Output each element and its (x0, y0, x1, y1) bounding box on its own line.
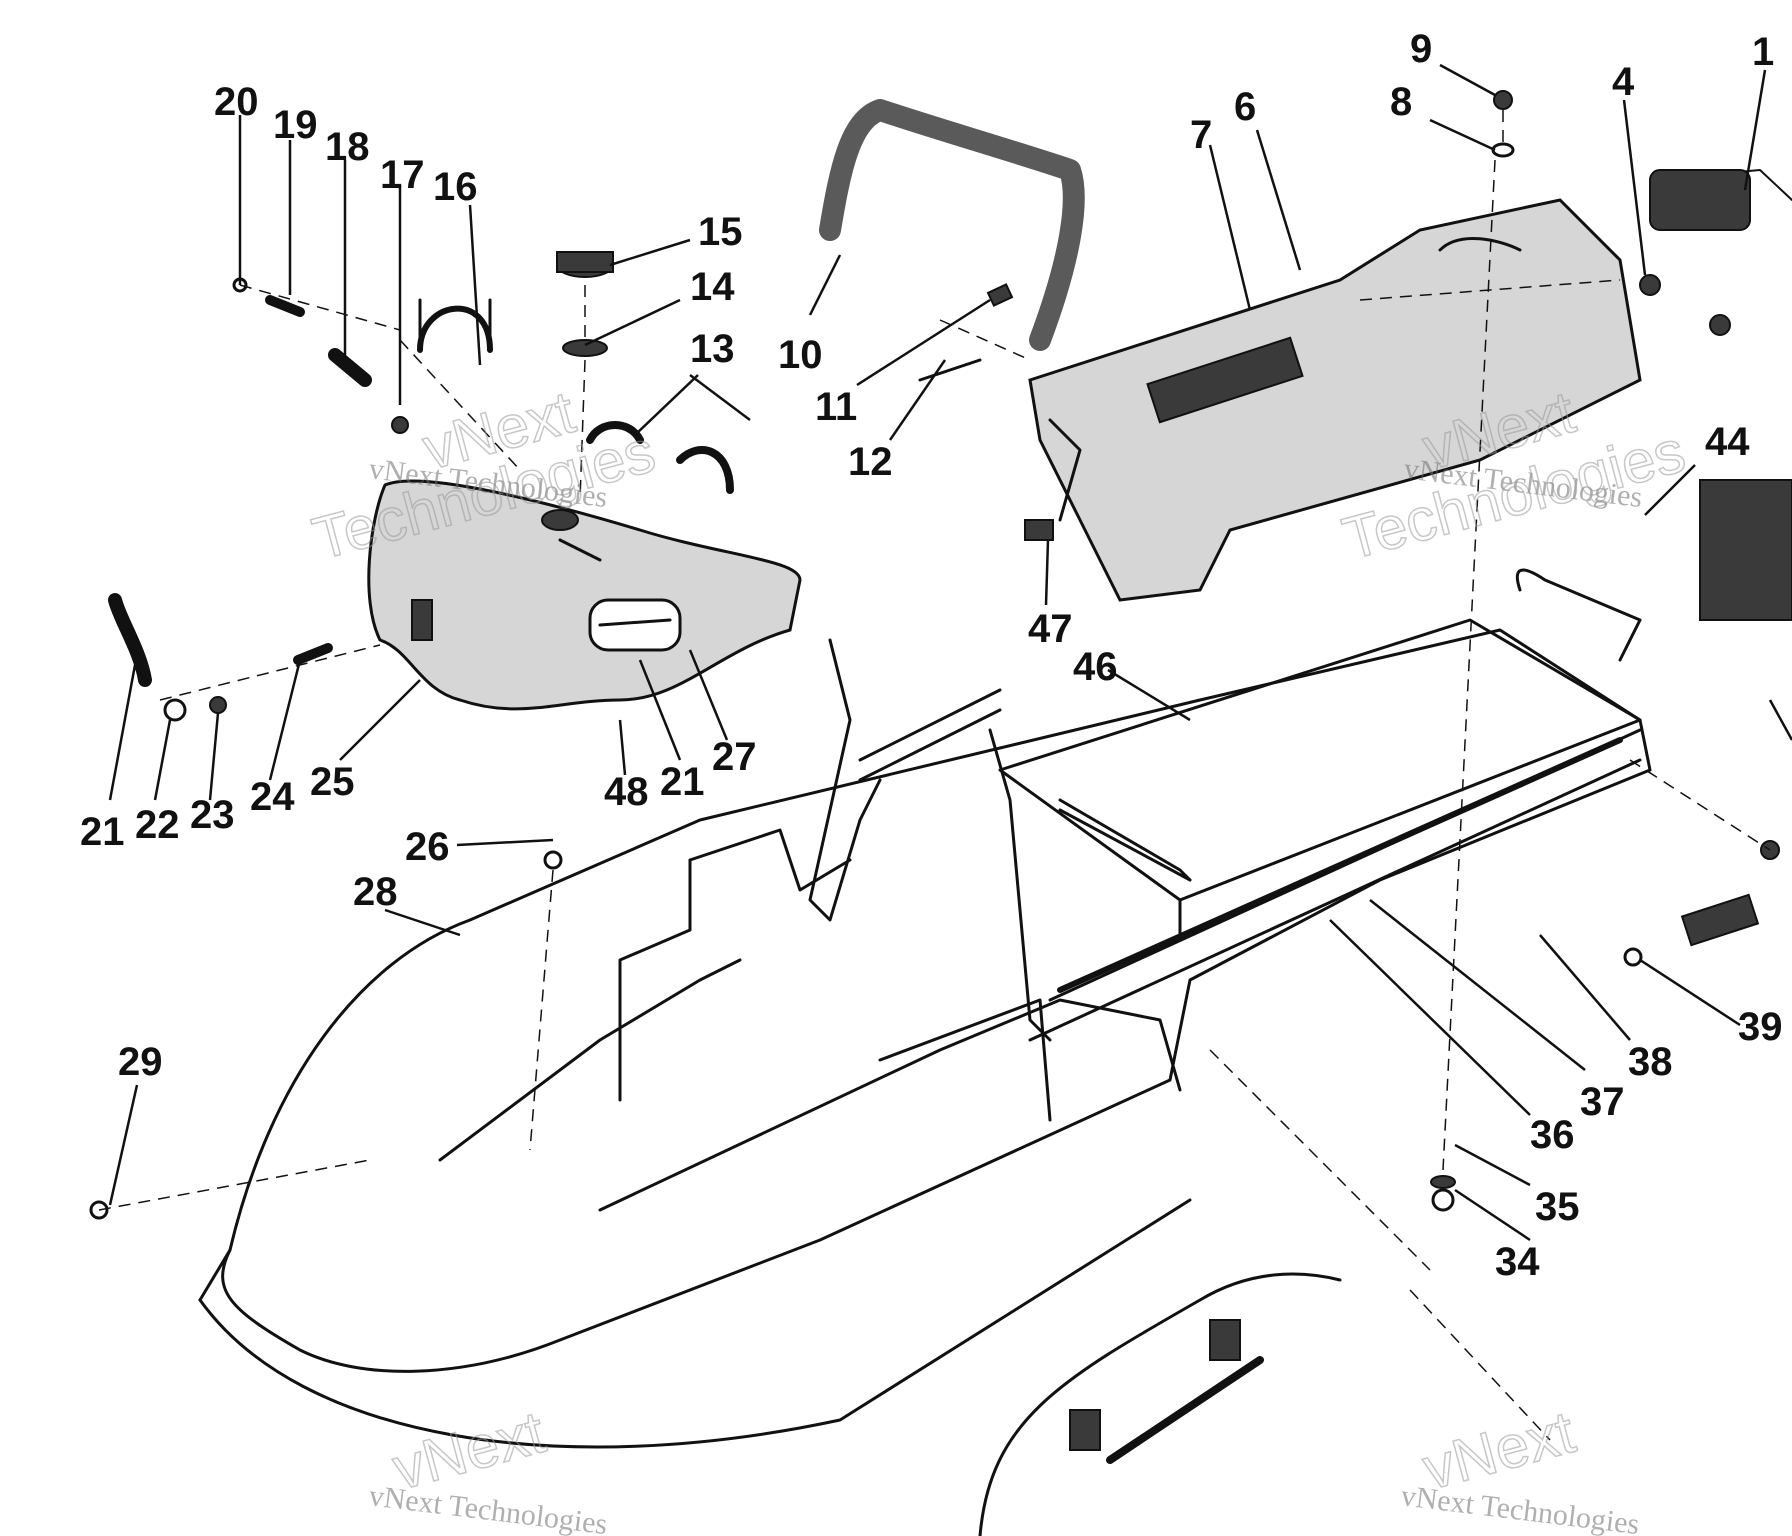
callout-17: 17 (380, 153, 425, 197)
grab-handle (819, 99, 1085, 351)
watermark-big-line1-bl: vNext (386, 1398, 552, 1502)
watermarks: vNext Technologies vNext Technologies vN… (305, 377, 1692, 1536)
callout-22: 22 (135, 803, 180, 847)
callout-16: 16 (433, 165, 478, 209)
callout-23: 23 (190, 793, 235, 837)
callout-46: 46 (1073, 645, 1118, 689)
frame-brackets (808, 638, 1192, 1042)
callout-14: 14 (690, 265, 735, 309)
callout-labels: 1 4 6 7 8 9 10 11 12 13 14 15 16 17 18 1… (80, 27, 1783, 1284)
leader-lines (108, 63, 1792, 1242)
callout-13: 13 (690, 327, 735, 371)
callout-44: 44 (1705, 420, 1750, 464)
callout-20: 20 (214, 80, 259, 124)
callout-7: 7 (1190, 113, 1212, 157)
callout-35: 35 (1535, 1185, 1580, 1229)
callout-10: 10 (778, 333, 823, 377)
callout-12: 12 (848, 440, 893, 484)
callout-15: 15 (698, 210, 743, 254)
belly-pan (978, 1272, 1342, 1536)
callout-18: 18 (325, 125, 370, 169)
fuel-line-fittings (108, 277, 409, 722)
callout-25: 25 (310, 760, 355, 804)
assembly-lines (98, 110, 1771, 1441)
callout-11: 11 (815, 385, 857, 429)
callout-39: 39 (1738, 1005, 1783, 1049)
callout-48: 48 (604, 770, 649, 814)
callout-26: 26 (405, 825, 450, 869)
callout-27: 27 (712, 735, 757, 779)
callout-47: 47 (1028, 607, 1073, 651)
callout-36: 36 (1530, 1113, 1575, 1157)
callout-4: 4 (1612, 60, 1635, 104)
fuel-tank (367, 479, 802, 711)
callout-21-left: 21 (80, 810, 125, 854)
chassis-pan (198, 628, 1652, 1449)
callout-29: 29 (118, 1040, 163, 1084)
callout-19: 19 (273, 103, 318, 147)
tunnel (998, 618, 1642, 942)
callout-6: 6 (1234, 85, 1256, 129)
hardware (89, 90, 1780, 1220)
callout-38: 38 (1628, 1040, 1673, 1084)
callout-34: 34 (1495, 1240, 1540, 1284)
callout-8: 8 (1390, 80, 1412, 124)
callout-24: 24 (250, 775, 295, 819)
callout-28: 28 (353, 870, 398, 914)
rear-bumper (1515, 169, 1792, 662)
callout-21-mid: 21 (660, 760, 705, 804)
callout-37: 37 (1580, 1080, 1625, 1124)
callout-1: 1 (1752, 30, 1774, 74)
callout-9: 9 (1410, 27, 1432, 71)
watermark-big-line1-br: vNext (1416, 1398, 1582, 1502)
